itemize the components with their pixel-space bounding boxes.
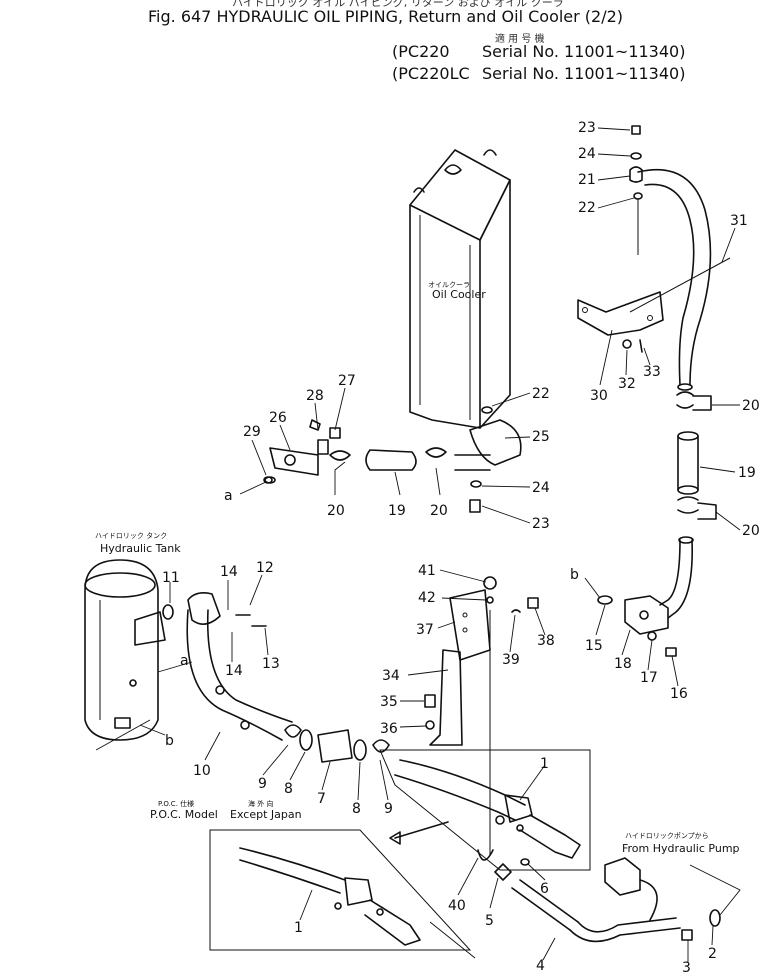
- hydraulic-tank: ハイドロリック タンク Hydraulic Tank: [84, 531, 181, 751]
- serial-range: Serial No. 11001~11340): [482, 64, 686, 83]
- title-japanese: ハイドロリック オイル パイピング, リターン および オイル クーラ: [232, 0, 564, 9]
- callout-b-right: b: [570, 567, 579, 583]
- model-name: (PC220: [392, 42, 450, 61]
- pump-label-jp: ハイドロリックポンプから: [625, 832, 709, 840]
- callout-a-mid: a: [224, 488, 233, 504]
- tank-label-jp: ハイドロリック タンク: [95, 531, 167, 540]
- poc-label: P.O.C. Model: [150, 808, 218, 821]
- callout-numbers: 23 24 21 22 31 30 32 33 20 19 20 22 25 2…: [162, 120, 760, 972]
- callout-18: 18: [614, 656, 632, 672]
- callout-28: 28: [306, 388, 324, 404]
- callout-10: 10: [193, 763, 211, 779]
- poc-label-jp: P.O.C. 仕様: [158, 799, 194, 808]
- callout-2: 2: [708, 946, 717, 962]
- callout-15: 15: [585, 638, 603, 654]
- callout-25: 25: [532, 429, 550, 445]
- callout-22-mid: 22: [532, 386, 550, 402]
- callout-14-top: 14: [220, 564, 238, 580]
- applicability-japanese: 適 用 号 機: [495, 34, 545, 45]
- callout-42: 42: [418, 590, 436, 606]
- callout-36: 36: [380, 721, 398, 737]
- callout-1-inset: 1: [294, 920, 303, 936]
- callout-24: 24: [578, 146, 596, 162]
- callout-14-bottom: 14: [225, 663, 243, 679]
- callout-23: 23: [578, 120, 596, 136]
- callout-39: 39: [502, 652, 520, 668]
- callout-b-left: b: [165, 733, 174, 749]
- figure-title: Fig. 647 HYDRAULIC OIL PIPING, Return an…: [148, 7, 624, 26]
- callout-23-mid: 23: [532, 516, 550, 532]
- callout-34: 34: [382, 668, 400, 684]
- leader-lines: [139, 127, 741, 962]
- callout-32: 32: [618, 376, 636, 392]
- model-name: (PC220LC: [392, 64, 470, 83]
- callout-8-left: 8: [284, 781, 293, 797]
- except-label-jp: 海 外 向: [248, 799, 273, 808]
- return-pipe-10: [162, 592, 390, 763]
- callout-21: 21: [578, 172, 596, 188]
- callout-27: 27: [338, 373, 356, 389]
- flange-18: [597, 595, 677, 657]
- callout-24-mid: 24: [532, 480, 550, 496]
- callout-26: 26: [269, 410, 287, 426]
- oil-cooler: オイルクーラ Oil Cooler: [409, 149, 511, 429]
- bracket-30: [577, 291, 664, 353]
- model-row-1: (PC220 Serial No. 11001~11340): [392, 42, 685, 61]
- callout-20-right-upper: 20: [742, 398, 760, 414]
- callout-33: 33: [643, 364, 661, 380]
- callout-6: 6: [540, 881, 549, 897]
- callout-19-right: 19: [738, 465, 756, 481]
- callout-20-right-lower: 20: [742, 523, 760, 539]
- callout-29: 29: [243, 424, 261, 440]
- callout-9-right: 9: [384, 801, 393, 817]
- callout-17: 17: [640, 670, 658, 686]
- pipe-4-from-pump: ハイドロリックポンプから From Hydraulic Pump: [494, 832, 741, 943]
- callout-7: 7: [317, 791, 326, 807]
- callout-38: 38: [537, 633, 555, 649]
- middle-hose-19: [263, 406, 522, 513]
- model-row-2: (PC220LC Serial No. 11001~11340): [392, 64, 685, 83]
- callout-13: 13: [262, 656, 280, 672]
- callout-5: 5: [485, 913, 494, 929]
- callout-1-main: 1: [540, 756, 549, 772]
- callout-9-left: 9: [258, 776, 267, 792]
- callout-40: 40: [448, 898, 466, 914]
- callout-19-mid: 19: [388, 503, 406, 519]
- callout-8-right: 8: [352, 801, 361, 817]
- except-label: Except Japan: [230, 808, 302, 821]
- oil-cooler-label: Oil Cooler: [432, 288, 486, 301]
- hose-19-right: [659, 391, 717, 619]
- callout-12: 12: [256, 560, 274, 576]
- pipe-1-main: [379, 749, 591, 871]
- poc-model-inset: P.O.C. 仕様 P.O.C. Model 海 外 向 Except Japa…: [150, 799, 472, 951]
- callout-3: 3: [682, 960, 691, 972]
- tank-label: Hydraulic Tank: [100, 542, 181, 555]
- callout-20-mid-right: 20: [430, 503, 448, 519]
- pump-label: From Hydraulic Pump: [622, 842, 740, 855]
- callout-4: 4: [536, 958, 545, 972]
- serial-range: Serial No. 11001~11340): [482, 42, 686, 61]
- callout-41: 41: [418, 563, 436, 579]
- callout-16: 16: [670, 686, 688, 702]
- callout-20-mid-left: 20: [327, 503, 345, 519]
- callout-31: 31: [730, 213, 748, 229]
- callout-a-left: a: [180, 653, 189, 669]
- callout-30: 30: [590, 388, 608, 404]
- callout-35: 35: [380, 694, 398, 710]
- callout-11: 11: [162, 570, 180, 586]
- callout-37: 37: [416, 622, 434, 638]
- oil-cooler-label-jp: オイルクーラ: [428, 281, 470, 289]
- upper-return-hose: [629, 125, 731, 391]
- bracket-34-37: [424, 576, 539, 855]
- callout-22: 22: [578, 200, 596, 216]
